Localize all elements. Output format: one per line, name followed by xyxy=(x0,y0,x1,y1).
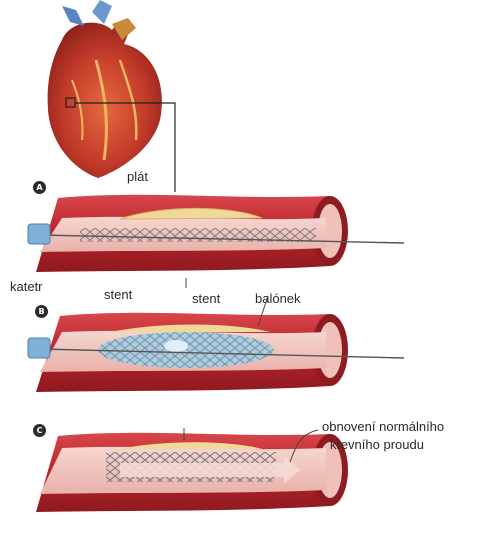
label-restored-line2: krevního proudu xyxy=(330,437,424,452)
catheter-tip-a xyxy=(28,224,50,244)
label-restored-line1: obnovení normálního xyxy=(322,419,444,434)
step-marker-c: C xyxy=(33,424,46,437)
catheter-tip-b xyxy=(28,338,50,358)
step-marker-a: A xyxy=(33,181,46,194)
label-balloon: balónek xyxy=(255,291,301,306)
label-catheter: katetr xyxy=(10,279,43,294)
panel-b-artery xyxy=(28,313,404,392)
step-marker-b: B xyxy=(35,305,48,318)
label-stent-left: stent xyxy=(104,287,132,302)
label-stent-mid: stent xyxy=(192,291,220,306)
heart-illustration xyxy=(48,0,162,178)
label-plaque: plát xyxy=(127,169,148,184)
panel-a-artery xyxy=(28,195,404,272)
stent-expanded-b xyxy=(98,332,274,368)
panel-c-artery xyxy=(36,428,348,512)
